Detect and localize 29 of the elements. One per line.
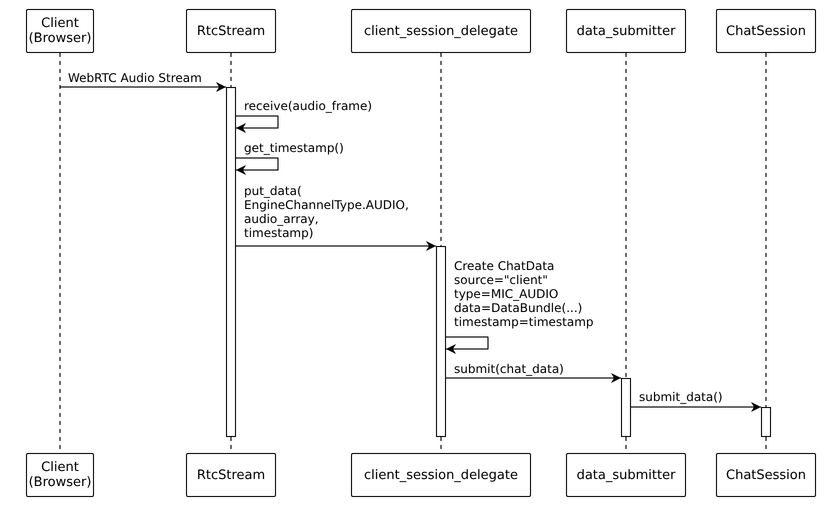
lifeline: [230, 52, 232, 88]
participant-box: ChatSession: [716, 453, 816, 497]
participant-box: ChatSession: [716, 9, 816, 53]
message-arrow: [236, 241, 436, 251]
message-arrow: [446, 373, 622, 383]
message-label: submit_data(): [639, 390, 723, 404]
participant-box: data_submitter: [566, 9, 686, 53]
participant-box: data_submitter: [566, 453, 686, 497]
activation-bar: [761, 407, 771, 437]
message-arrow: [630, 402, 762, 412]
message-arrow: [60, 82, 226, 92]
message-label: put_data( EngineChannelType.AUDIO, audio_array, timestamp): [244, 184, 409, 240]
lifeline: [440, 52, 442, 246]
activation-bar: [436, 246, 446, 437]
participant-box: client_session_delegate: [351, 453, 531, 497]
message-label: WebRTC Audio Stream: [68, 71, 202, 85]
participant-box: RtcStream: [186, 9, 276, 53]
activation-bar: [621, 378, 631, 437]
message-label: get_timestamp(): [244, 141, 344, 155]
participant-box: client_session_delegate: [351, 9, 531, 53]
message-label: receive(audio_frame): [244, 99, 372, 113]
message-label: submit(chat_data): [454, 362, 564, 376]
participant-box: RtcStream: [186, 453, 276, 497]
activation-bar: [226, 87, 236, 437]
participant-box: Client (Browser): [26, 9, 94, 53]
self-message-arrow: [236, 158, 278, 175]
participant-box: Client (Browser): [26, 453, 94, 497]
self-message-arrow: [446, 336, 488, 354]
self-message-arrow: [236, 116, 278, 133]
